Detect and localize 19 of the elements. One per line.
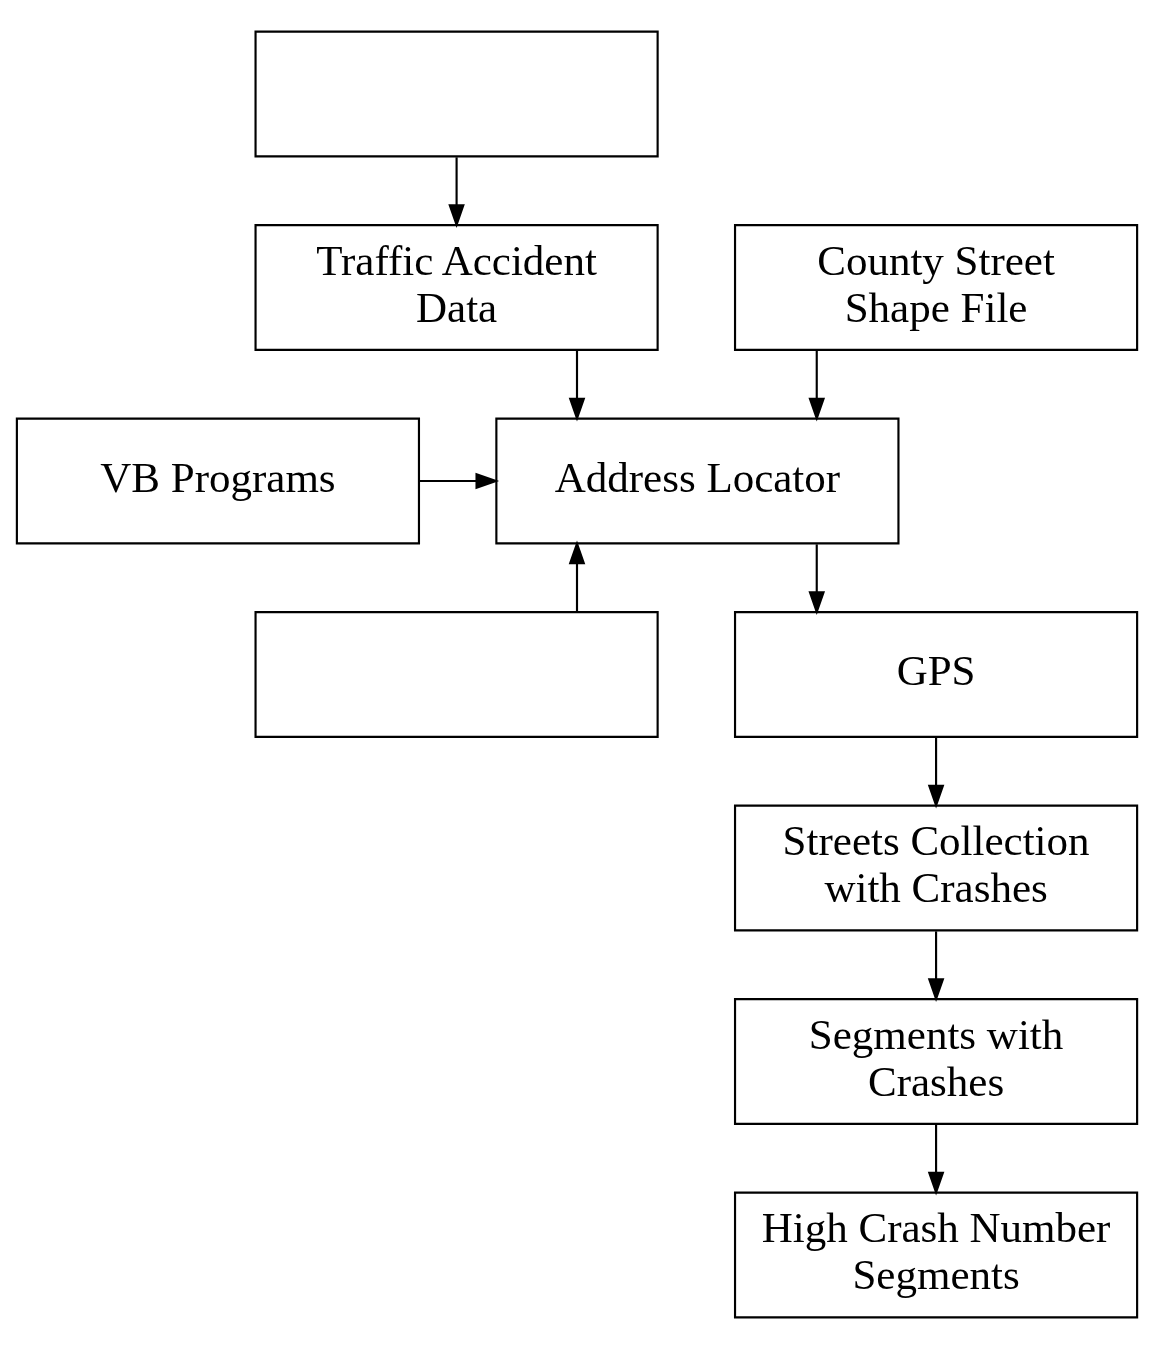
arrow: [448, 156, 465, 228]
node-box: VB Programs: [15, 417, 421, 544]
arrow: [808, 350, 826, 421]
arrow: [808, 543, 826, 615]
arrow: [568, 350, 586, 421]
node-box: High Crash Number Segments: [733, 1191, 1139, 1318]
node-box: Segments with Crashes: [733, 997, 1139, 1125]
node-box: GPS: [733, 610, 1139, 738]
arrow: [419, 472, 500, 489]
node-box: County Street Shape File: [733, 223, 1139, 351]
node-box: Streets Collection with Crashes: [733, 804, 1139, 931]
arrow: [568, 540, 586, 611]
arrow: [927, 930, 945, 1002]
arrow: [927, 737, 945, 808]
node-box: [254, 30, 659, 157]
node-box: Traffic Accident Data: [254, 223, 659, 351]
node-box: Address Locator: [495, 417, 900, 544]
arrow: [927, 1124, 945, 1195]
node-box: [254, 610, 659, 738]
